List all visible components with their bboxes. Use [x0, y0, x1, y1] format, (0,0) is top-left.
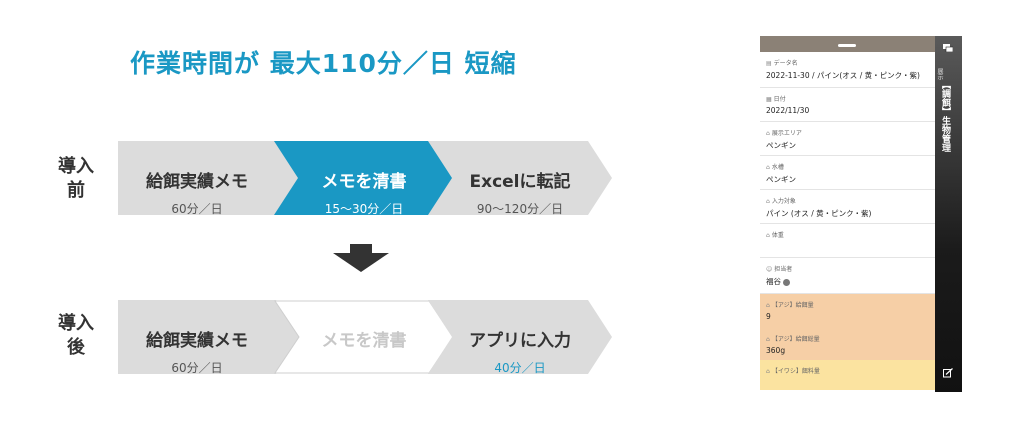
app-screenshot: ▤データ名 2022-11-30 / パイン(オス / 黄・ピンク・紫) ▦日付… [760, 36, 962, 392]
field-label: 展示エリア [772, 130, 802, 137]
field-value: パイン (オス / 黄・ピンク・紫) [766, 208, 929, 219]
edit-icon[interactable] [943, 368, 953, 378]
calendar-icon: ▦ [766, 96, 772, 103]
side-panel: 展示 【調餌】生物管理 [935, 36, 962, 392]
down-arrow-icon [333, 244, 389, 276]
step-title: 給餌実績メモ [118, 167, 276, 192]
step-before-1: 給餌実績メモ 60分／日 [118, 141, 300, 215]
tag-icon: ⌂ [766, 368, 770, 375]
step-title: アプリに入力 [428, 326, 612, 351]
field-staff[interactable]: ☺担当者 福谷 [760, 258, 935, 294]
step-time: 60分／日 [118, 359, 276, 376]
side-panel-title: 【調餌】生物管理 [939, 80, 952, 152]
tag-icon: ⌂ [766, 130, 770, 137]
step-title: 給餌実績メモ [118, 326, 276, 351]
document-icon: ▤ [766, 60, 772, 67]
step-title: メモを清書 [274, 326, 454, 351]
drag-handle[interactable] [838, 44, 856, 47]
field-label: データ名 [774, 60, 798, 67]
step-title: メモを清書 [274, 167, 454, 192]
field-exhibit-area[interactable]: ⌂展示エリア ペンギン [760, 122, 935, 156]
field-iwashi-amount[interactable]: ⌂【イワシ】餌料量 [760, 360, 935, 390]
highlight-section-iwashi: ⌂【イワシ】餌料量 [760, 360, 935, 390]
photo-header [760, 36, 935, 52]
field-label: 日付 [774, 96, 786, 103]
field-value: 福谷 [766, 277, 781, 286]
side-panel-subtitle: 展示 [935, 68, 944, 80]
field-value: 9 [766, 312, 929, 321]
step-time: 90〜120分／日 [428, 200, 612, 217]
avatar [783, 279, 790, 286]
field-value [766, 378, 929, 387]
step-time: 60分／日 [118, 200, 276, 217]
highlight-section-aji: ⌂【アジ】給餌量 9 ⌂【アジ】給餌総量 360g [760, 294, 935, 360]
field-data-name[interactable]: ▤データ名 2022-11-30 / パイン(オス / 黄・ピンク・紫) [760, 52, 935, 88]
field-label: 入力対象 [772, 198, 796, 205]
field-target[interactable]: ⌂入力対象 パイン (オス / 黄・ピンク・紫) [760, 190, 935, 224]
row-label-before: 導入 前 [50, 155, 102, 203]
field-value: 2022/11/30 [766, 106, 929, 115]
field-weight[interactable]: ⌂体重 [760, 224, 935, 258]
field-value: ペンギン [766, 140, 929, 151]
field-value: 2022-11-30 / パイン(オス / 黄・ピンク・紫) [766, 70, 929, 81]
field-label: 体重 [772, 232, 784, 239]
field-label: 水槽 [772, 164, 784, 171]
step-title: Excelに転記 [428, 167, 612, 192]
step-after-1: 給餌実績メモ 60分／日 [118, 300, 300, 374]
person-icon: ☺ [766, 266, 772, 273]
headline: 作業時間が 最大110分／日 短縮 [130, 44, 517, 80]
field-label: 【イワシ】餌料量 [772, 368, 820, 375]
field-value: 360g [766, 346, 929, 355]
field-tank[interactable]: ⌂水槽 ペンギン [760, 156, 935, 190]
row-label-before-text: 導入 前 [50, 155, 102, 203]
step-time: 40分／日 [428, 359, 612, 376]
step-after-2: メモを清書 [274, 300, 454, 374]
step-time: 15〜30分／日 [274, 200, 454, 217]
row-label-after: 導入 後 [50, 312, 102, 360]
field-label: 担当者 [774, 266, 792, 273]
tag-icon: ⌂ [766, 198, 770, 205]
field-value [766, 242, 929, 251]
field-label: 【アジ】給餌量 [772, 302, 814, 309]
field-date[interactable]: ▦日付 2022/11/30 [760, 88, 935, 122]
field-value: ペンギン [766, 174, 929, 185]
step-before-3: Excelに転記 90〜120分／日 [428, 141, 612, 215]
record-field-list: ▤データ名 2022-11-30 / パイン(オス / 黄・ピンク・紫) ▦日付… [760, 52, 935, 390]
tag-icon: ⌂ [766, 232, 770, 239]
step-after-3: アプリに入力 40分／日 [428, 300, 612, 374]
step-before-2: メモを清書 15〜30分／日 [274, 141, 454, 215]
tag-icon: ⌂ [766, 336, 770, 343]
tag-icon: ⌂ [766, 302, 770, 309]
tag-icon: ⌂ [766, 164, 770, 171]
field-label: 【アジ】給餌総量 [772, 336, 820, 343]
field-aji-amount[interactable]: ⌂【アジ】給餌量 9 [760, 294, 935, 328]
field-aji-total[interactable]: ⌂【アジ】給餌総量 360g [760, 328, 935, 360]
row-label-after-text: 導入 後 [50, 312, 102, 360]
copy-icon[interactable] [943, 44, 953, 52]
